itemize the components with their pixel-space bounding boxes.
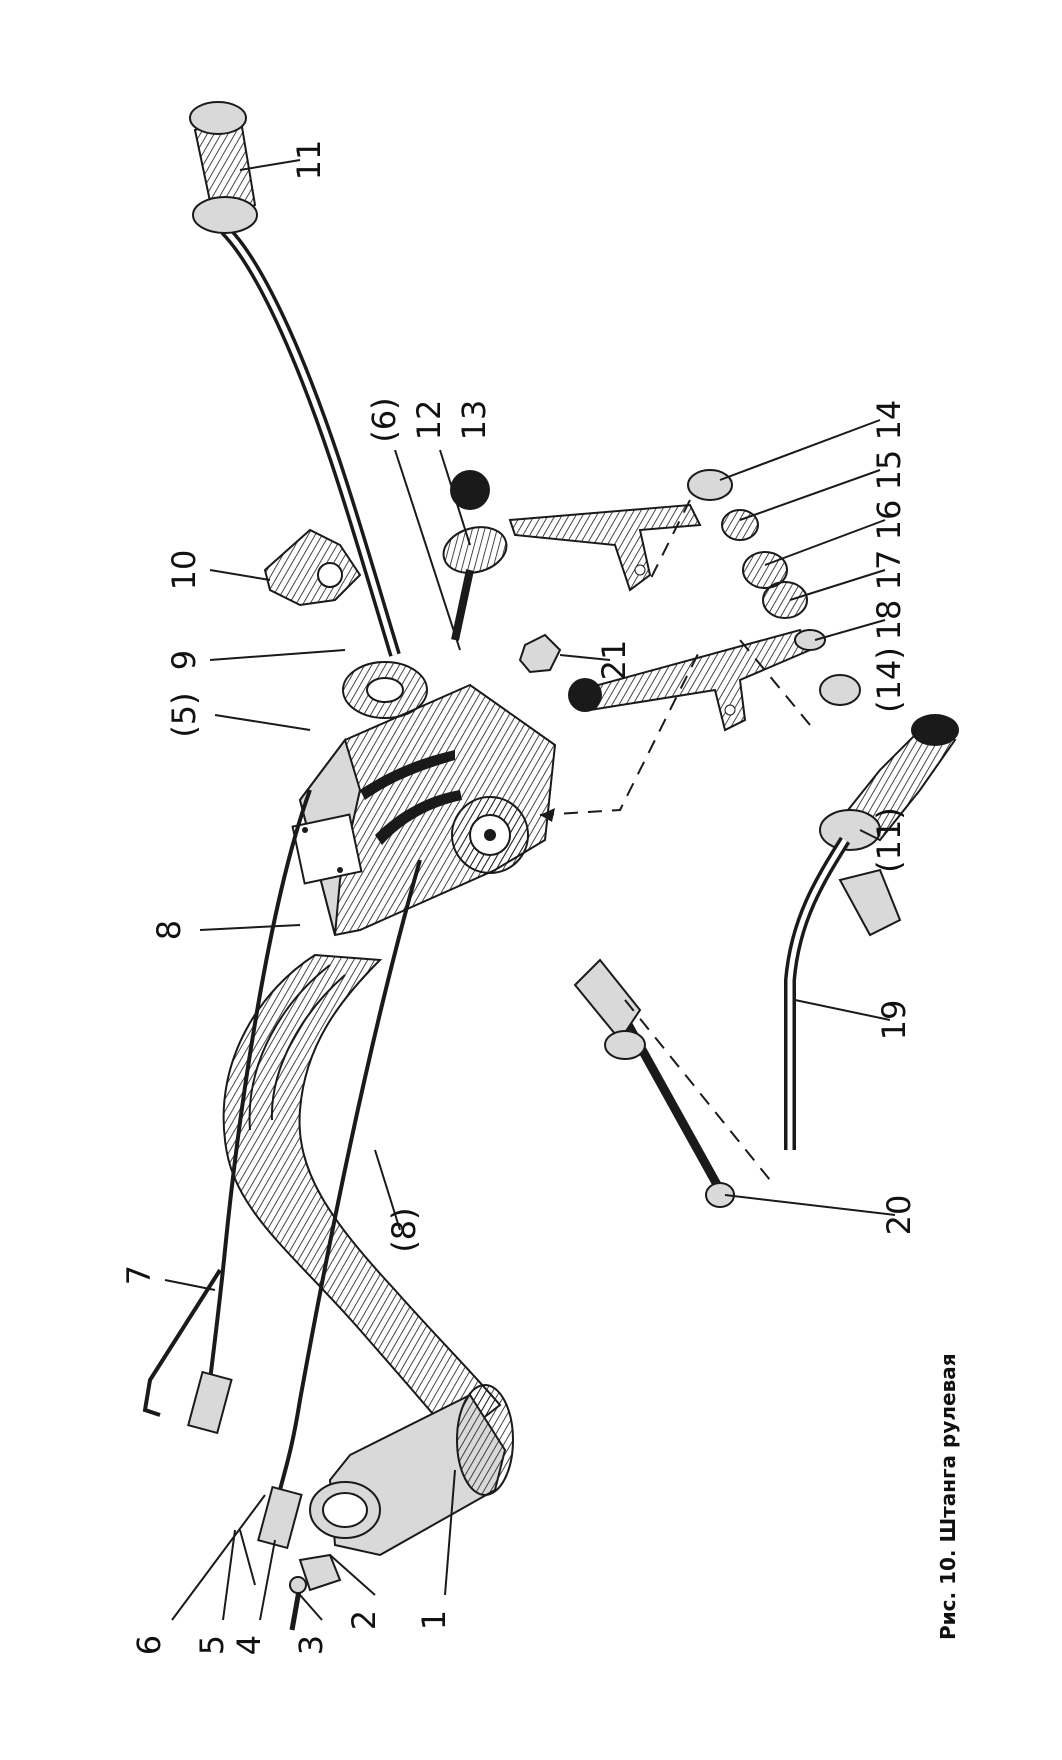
label-18: 18 [870, 600, 908, 641]
label-9: 9 [165, 650, 203, 670]
label-21: 21 [595, 640, 633, 681]
housing-rosette [451, 796, 529, 874]
label-5: 5 [193, 1635, 231, 1655]
label-13: 13 [455, 400, 493, 441]
right-grip [189, 101, 258, 234]
label-11p: (11) [870, 807, 908, 873]
label-17: 17 [870, 550, 908, 591]
knob [442, 526, 508, 641]
label-6: 6 [130, 1635, 168, 1655]
label-19: 19 [875, 1000, 913, 1041]
label-3: 3 [292, 1635, 330, 1655]
bar-hub [342, 661, 428, 719]
label-6p: (6) [365, 397, 403, 442]
cables [142, 789, 422, 1491]
lever-assembly-left [187, 1370, 342, 1631]
part-labels: 1 2 3 4 5 6 7 (8) 8 (5) 9 10 (6) 12 13 1… [120, 140, 918, 1656]
label-14: 14 [870, 400, 908, 441]
label-12: 12 [410, 400, 448, 441]
label-1: 1 [415, 1610, 453, 1630]
upper-bar [220, 225, 401, 657]
mount-bracket [263, 528, 362, 607]
nut-21 [518, 633, 562, 674]
label-20: 20 [880, 1195, 918, 1236]
label-4: 4 [230, 1635, 268, 1655]
label-2: 2 [345, 1610, 383, 1630]
label-7: 7 [120, 1265, 158, 1285]
label-8p: (8) [385, 1207, 423, 1252]
left-grip [819, 714, 959, 851]
ball-13 [450, 470, 490, 510]
bolt-20 [573, 958, 735, 1208]
upper-lever [508, 503, 702, 592]
lower-clamp [309, 1384, 514, 1557]
label-10: 10 [165, 550, 203, 591]
label-16: 16 [870, 500, 908, 541]
label-5p: (5) [165, 692, 203, 737]
figure-caption: Рис. 10. Штанга рулевая [936, 1353, 960, 1640]
tube-19 [784, 836, 902, 1150]
spring-stack [687, 469, 861, 706]
steering-tube [222, 953, 502, 1442]
leader-lines [164, 159, 896, 1621]
label-14p: (14) [870, 647, 908, 713]
label-11: 11 [290, 140, 328, 181]
label-8: 8 [150, 920, 188, 940]
assembly-guides [539, 499, 811, 1181]
central-housing [291, 683, 557, 937]
label-15: 15 [870, 450, 908, 491]
